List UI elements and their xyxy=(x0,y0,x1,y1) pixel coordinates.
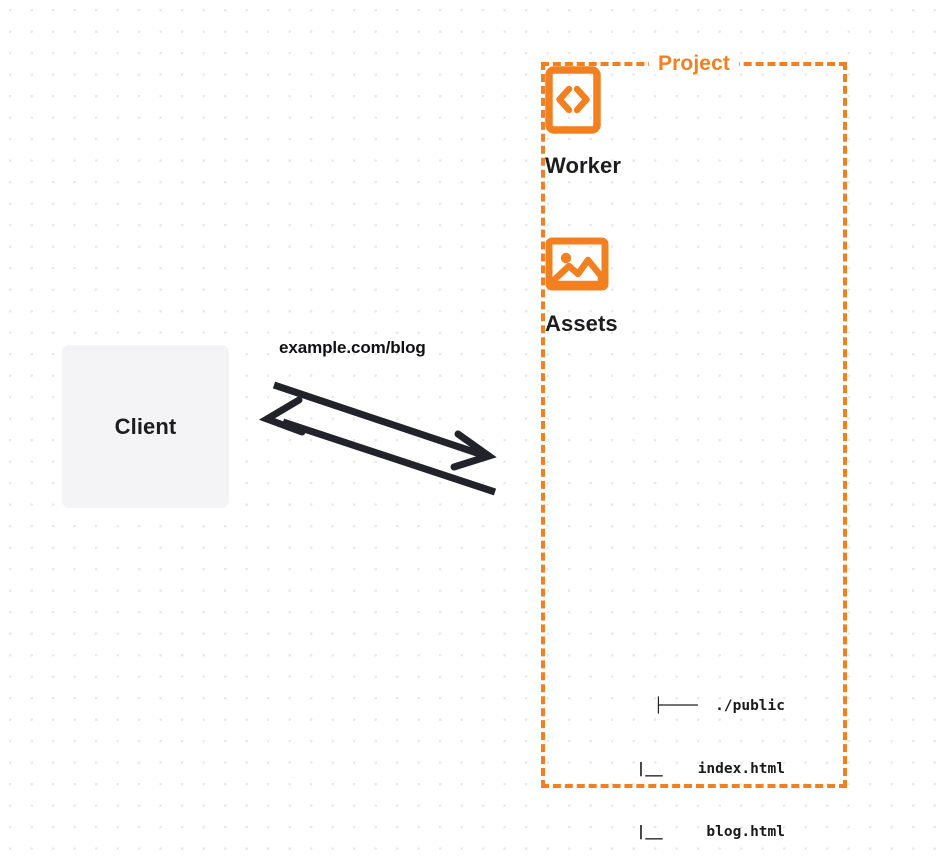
node-client-label: Client xyxy=(114,413,177,439)
node-worker-label: Worker xyxy=(545,153,621,178)
node-client[interactable]: Client xyxy=(62,345,229,508)
node-assets[interactable]: Assets xyxy=(545,236,713,399)
tree-row-blog: |__ blog.html xyxy=(610,824,785,840)
tree-row-index: |__ index.html xyxy=(610,761,785,777)
code-brackets-icon xyxy=(545,66,713,139)
image-picture-icon xyxy=(545,236,713,297)
node-worker[interactable]: Worker xyxy=(545,66,713,236)
edge-request-label: example.com/blog xyxy=(279,338,426,357)
project-group-container: Project Worker Assets ├──── ./public |__… xyxy=(541,53,847,840)
project-group-label: Project xyxy=(649,53,739,75)
tree-row-root: ├──── ./public xyxy=(654,698,785,714)
node-assets-label: Assets xyxy=(545,311,618,336)
asset-file-tree: ├──── ./public |__ index.html |__ blog.h… xyxy=(589,654,785,860)
